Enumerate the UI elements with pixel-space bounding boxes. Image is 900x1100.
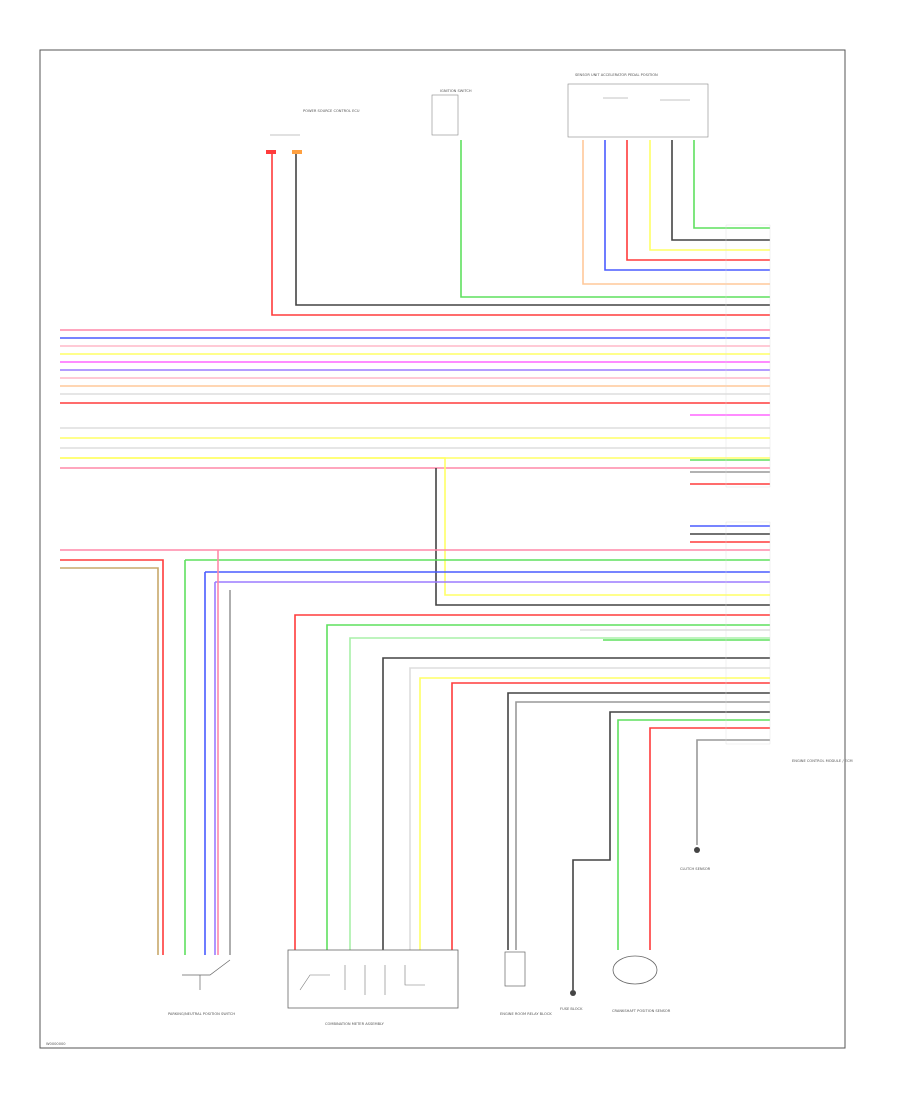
ignition-switch-label: IGNITION SWITCH [440,89,472,93]
ecm-connector-top [725,224,771,488]
wire-fb-black [572,711,770,990]
wire-drop-black [435,468,770,606]
wire-pwr-black [295,150,770,306]
fuse-block-label: FUSE BLOCK [560,1007,583,1011]
combination-meter: COMBINATION METER ASSEMBLY [287,949,459,1026]
power-source-connector: POWER SOURCE CONTROL ECU [266,109,360,154]
ignition-switch: IGNITION SWITCH [431,89,472,136]
wire-drop-yellow [60,457,770,596]
clutch-sensor: CLUTCH SENSOR [680,847,711,871]
wire-cs-red [649,727,770,950]
footer-code: W0000000 [46,1042,66,1046]
wire-ign-green [460,140,770,298]
wire-cm-ltgreen [349,637,770,950]
wire-layer [60,140,770,990]
crankshaft-sensor: CRANKSHAFT POSITION SENSOR [612,955,671,1013]
wire-cm-gray [409,667,770,950]
combination-meter-label: COMBINATION METER ASSEMBLY [325,1022,385,1026]
wire-cm-yellow [419,677,770,950]
wire-er-gray [515,701,770,950]
wire-top-red [626,140,770,261]
engine-room-relay: ENGINE ROOM RELAY BLOCK [500,951,552,1016]
wire-top-black [671,140,770,241]
ecm-connector-bottom: ENGINE CONTROL MODULE / ECM [725,521,853,763]
wire-cm-red2 [451,682,770,950]
wire-top-green [693,140,770,229]
accelerator-sensor-label: SENSOR UNIT ACCELERATOR PEDAL POSITION [575,73,658,77]
wire-top-yellow [649,140,770,251]
power-source-label: POWER SOURCE CONTROL ECU [303,109,360,113]
park-neutral-switch: PARKING/NEUTRAL POSITION SWITCH [168,959,235,1016]
wire-cm-red [294,614,770,950]
fuse-block: FUSE BLOCK [560,990,583,1011]
wire-pwr-red [271,150,770,316]
wire-cm-black [382,657,770,950]
diagram-frame [39,49,846,1049]
wire-cs-green [617,719,770,950]
accelerator-sensor-box: SENSOR UNIT ACCELERATOR PEDAL POSITION [567,73,709,138]
wire-top-orange [582,140,770,285]
engine-room-relay-label: ENGINE ROOM RELAY BLOCK [500,1012,552,1016]
wire-er-black [507,692,770,950]
wire-cm-green [326,624,770,950]
wire-pnp-red [60,559,164,955]
park-neutral-label: PARKING/NEUTRAL POSITION SWITCH [168,1012,235,1016]
wire-pnp-tan [60,567,159,955]
wire-top-blue [604,140,770,271]
crankshaft-sensor-label: CRANKSHAFT POSITION SENSOR [612,1009,671,1013]
clutch-sensor-label: CLUTCH SENSOR [680,867,711,871]
wire-clutch [696,739,770,845]
ecm-label: ENGINE CONTROL MODULE / ECM [792,759,853,763]
